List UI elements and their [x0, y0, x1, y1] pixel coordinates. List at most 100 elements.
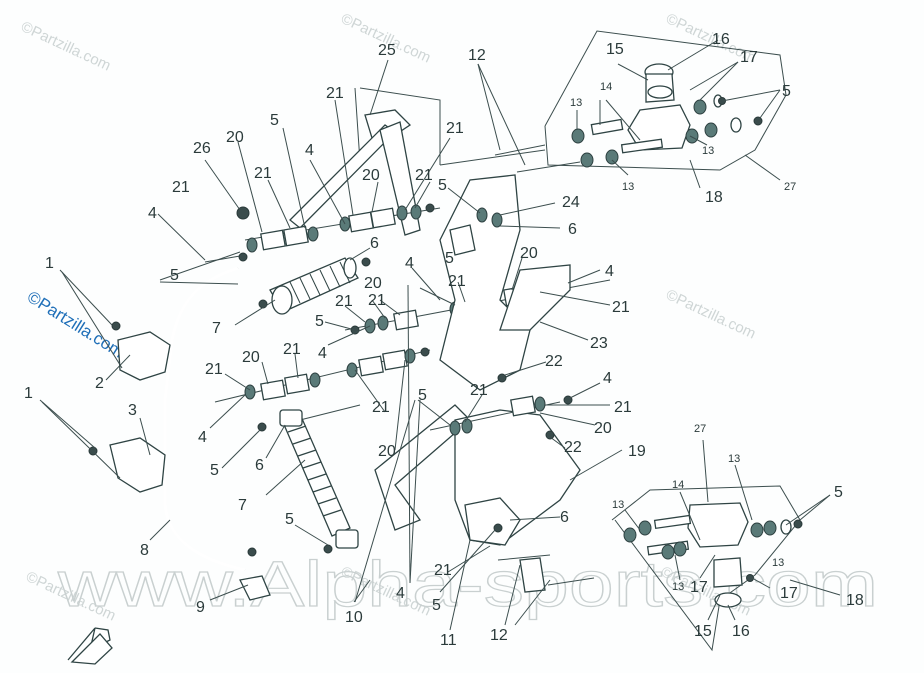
lower-axle-row	[214, 347, 431, 432]
callout-20: 20	[364, 275, 382, 292]
callout-21: 21	[326, 85, 344, 102]
callout-1: 1	[24, 385, 33, 402]
callout-13: 13	[570, 97, 582, 109]
assembly-outline	[544, 30, 787, 171]
bolt	[494, 144, 546, 156]
callout-5: 5	[270, 112, 279, 129]
callout-12: 12	[468, 47, 486, 64]
nut	[238, 252, 248, 262]
callout-21: 21	[254, 165, 272, 182]
callout-5: 5	[834, 484, 843, 501]
callout-5: 5	[170, 267, 179, 284]
washer	[410, 204, 422, 220]
callout-7: 7	[212, 320, 221, 337]
callout-13: 13	[772, 557, 784, 569]
callout-4: 4	[318, 345, 327, 362]
callout-14: 14	[600, 81, 612, 93]
callout-6: 6	[560, 509, 569, 526]
callout-12: 12	[490, 627, 508, 644]
washer	[661, 544, 675, 560]
washer	[571, 128, 585, 144]
upper-clamp	[117, 331, 171, 381]
callout-16: 16	[732, 623, 750, 640]
nut	[497, 373, 507, 383]
nut	[746, 574, 754, 582]
bolt	[299, 404, 361, 421]
bolt	[204, 255, 241, 263]
pivot-pin	[620, 138, 664, 154]
washer	[673, 541, 687, 557]
washer	[244, 384, 256, 400]
front-direction-arrow-icon	[67, 627, 113, 665]
callout-5: 5	[285, 511, 294, 528]
upper-frame-outline	[354, 87, 441, 165]
callout-4: 4	[148, 205, 157, 222]
shock-bottom-mount	[335, 529, 359, 549]
bushing	[510, 395, 536, 417]
callout-6: 6	[370, 235, 379, 252]
washer	[623, 527, 637, 543]
bushing	[370, 207, 396, 229]
callout-labels: 1 1 2 3 8 9 4 21 26 20 21 5 4 21 20 21 2…	[24, 31, 864, 649]
callout-13: 13	[728, 453, 740, 465]
callout-16: 16	[712, 31, 730, 48]
linkage-lug	[449, 224, 476, 256]
washer	[693, 99, 707, 115]
callout-18: 18	[705, 189, 723, 206]
washer	[246, 237, 258, 253]
callout-21: 21	[172, 179, 190, 196]
washer	[605, 149, 619, 165]
callout-24: 24	[562, 194, 580, 211]
linkage-bracket	[439, 174, 571, 391]
upper-strut-assembly	[204, 87, 441, 263]
callout-21: 21	[446, 120, 464, 137]
callout-4: 4	[305, 142, 314, 159]
washer	[580, 152, 594, 168]
nut	[493, 523, 503, 533]
lower-clamp	[109, 437, 166, 493]
lower-shock-absorber	[279, 409, 359, 554]
callout-3: 3	[128, 402, 137, 419]
callout-22: 22	[564, 439, 582, 456]
nut	[323, 544, 333, 554]
callout-13: 13	[672, 581, 684, 593]
pivot-pin	[653, 514, 692, 530]
shock-top-mount	[279, 409, 303, 427]
pivot-housing	[627, 104, 691, 151]
nut	[420, 347, 430, 357]
washer	[685, 128, 699, 144]
washer	[534, 396, 546, 412]
callout-5: 5	[210, 462, 219, 479]
lower-link-assembly	[374, 395, 581, 593]
callout-21: 21	[205, 361, 223, 378]
callout-21: 21	[335, 293, 353, 310]
bushing	[358, 355, 384, 377]
washer	[763, 520, 777, 536]
callout-17: 17	[740, 49, 758, 66]
bolt	[516, 161, 581, 173]
callout-5: 5	[315, 313, 324, 330]
callout-4: 4	[603, 370, 612, 387]
bolt-head	[111, 321, 121, 331]
nut	[793, 519, 803, 529]
bracket-tab	[519, 557, 546, 593]
washer	[750, 522, 764, 538]
callout-1: 1	[45, 255, 54, 272]
callout-21: 21	[372, 399, 390, 416]
nut	[425, 203, 435, 213]
callout-27: 27	[694, 423, 706, 435]
leader-lines	[39, 39, 841, 631]
washer	[309, 372, 321, 388]
callout-10: 10	[345, 609, 363, 626]
tube-fitting	[239, 575, 271, 601]
callout-6: 6	[255, 457, 264, 474]
callout-23: 23	[590, 335, 608, 352]
strut-arm	[379, 121, 421, 236]
bushing	[260, 229, 286, 251]
callout-5: 5	[438, 177, 447, 194]
nut	[258, 299, 268, 309]
watermark-partzilla: ©Partzilla.com	[18, 18, 113, 74]
bushing-sleeve	[713, 557, 743, 588]
